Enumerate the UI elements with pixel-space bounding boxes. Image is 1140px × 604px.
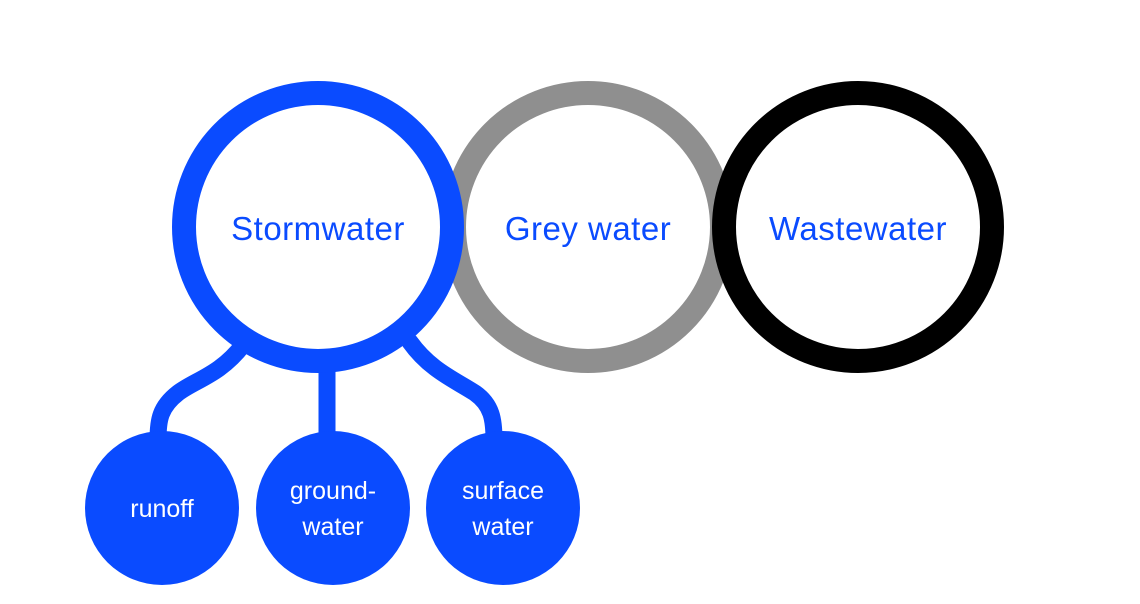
- connector-runoff: [149, 336, 252, 449]
- connectors: [149, 333, 503, 449]
- groundwater-bubble: [256, 431, 410, 585]
- groundwater-label-line2: water: [301, 513, 363, 541]
- surface-water-bubble: [426, 431, 580, 585]
- stormwater-ring: [172, 81, 464, 373]
- grey-water-label: Grey water: [505, 210, 671, 247]
- wastewater-ring: [712, 81, 1004, 373]
- stormwater-label: Stormwater: [231, 210, 405, 247]
- surface-water-label-line2: water: [471, 513, 533, 541]
- surface-water-label-line1: surface: [462, 477, 544, 505]
- connector-surface-water: [401, 333, 503, 449]
- runoff-label: runoff: [130, 495, 194, 523]
- groundwater-label-line1: ground-: [290, 477, 376, 505]
- wastewater-label: Wastewater: [769, 210, 947, 247]
- runoff-bubble: [85, 431, 239, 585]
